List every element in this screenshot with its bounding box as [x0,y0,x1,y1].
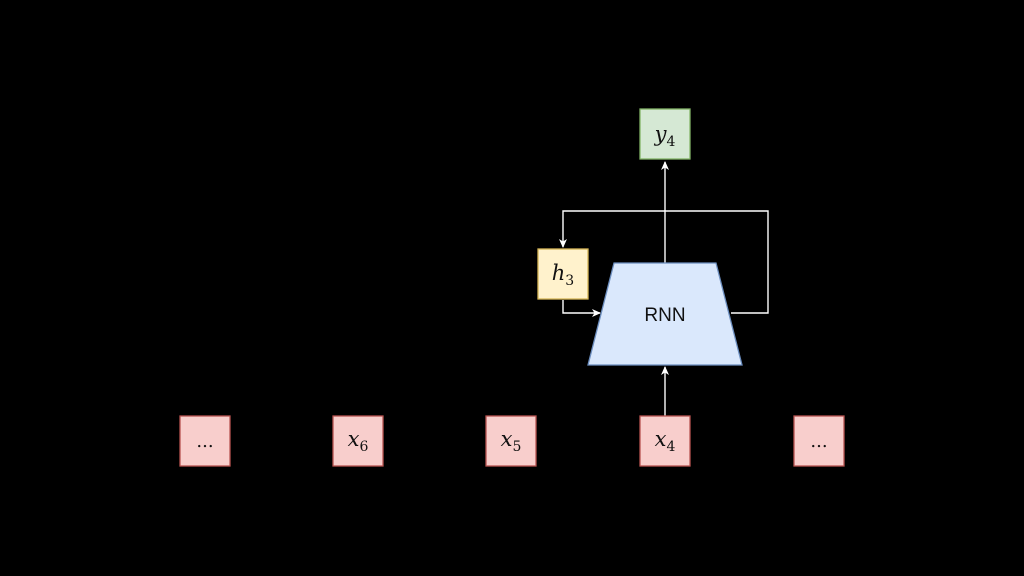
input-ellipsis-left: ... [196,431,213,452]
input-sub: 5 [512,439,521,455]
hidden-state-node: h3 [537,248,589,300]
input-sequence: ... x6 x5 x4 ... [179,415,845,467]
input-label-x4: x4 [655,427,676,455]
output-node: y4 [639,108,691,160]
hidden-sub: 3 [565,273,574,289]
input-box [332,415,384,467]
input-node: x4 [639,415,691,467]
input-node: x6 [332,415,384,467]
input-box [485,415,537,467]
input-var: x [348,427,360,451]
input-label-x6: x6 [348,427,369,455]
hidden-state-box [537,248,589,300]
arrow-h3-to-rnn [562,300,601,317]
output-box [639,108,691,160]
input-sub: 4 [666,439,675,455]
input-box [793,415,845,467]
input-box [179,415,231,467]
input-box [639,415,691,467]
input-var: x [501,427,513,451]
input-node: ... [179,415,231,467]
connectors [559,161,769,416]
output-sub: 4 [666,134,675,150]
hidden-state-label: h3 [552,261,574,289]
output-label: y4 [654,122,676,150]
recurrent-loop-arrow [559,210,769,314]
hidden-var: h [552,261,566,285]
output-var: y [654,122,668,146]
input-var: x [655,427,667,451]
input-node: x5 [485,415,537,467]
input-node: ... [793,415,845,467]
rnn-cell: RNN [587,262,743,366]
rnn-cell-shape [587,262,743,366]
input-label-x5: x5 [501,427,522,455]
input-ellipsis-right: ... [810,431,827,452]
rnn-label: RNN [644,305,685,326]
input-sub: 6 [359,439,368,455]
